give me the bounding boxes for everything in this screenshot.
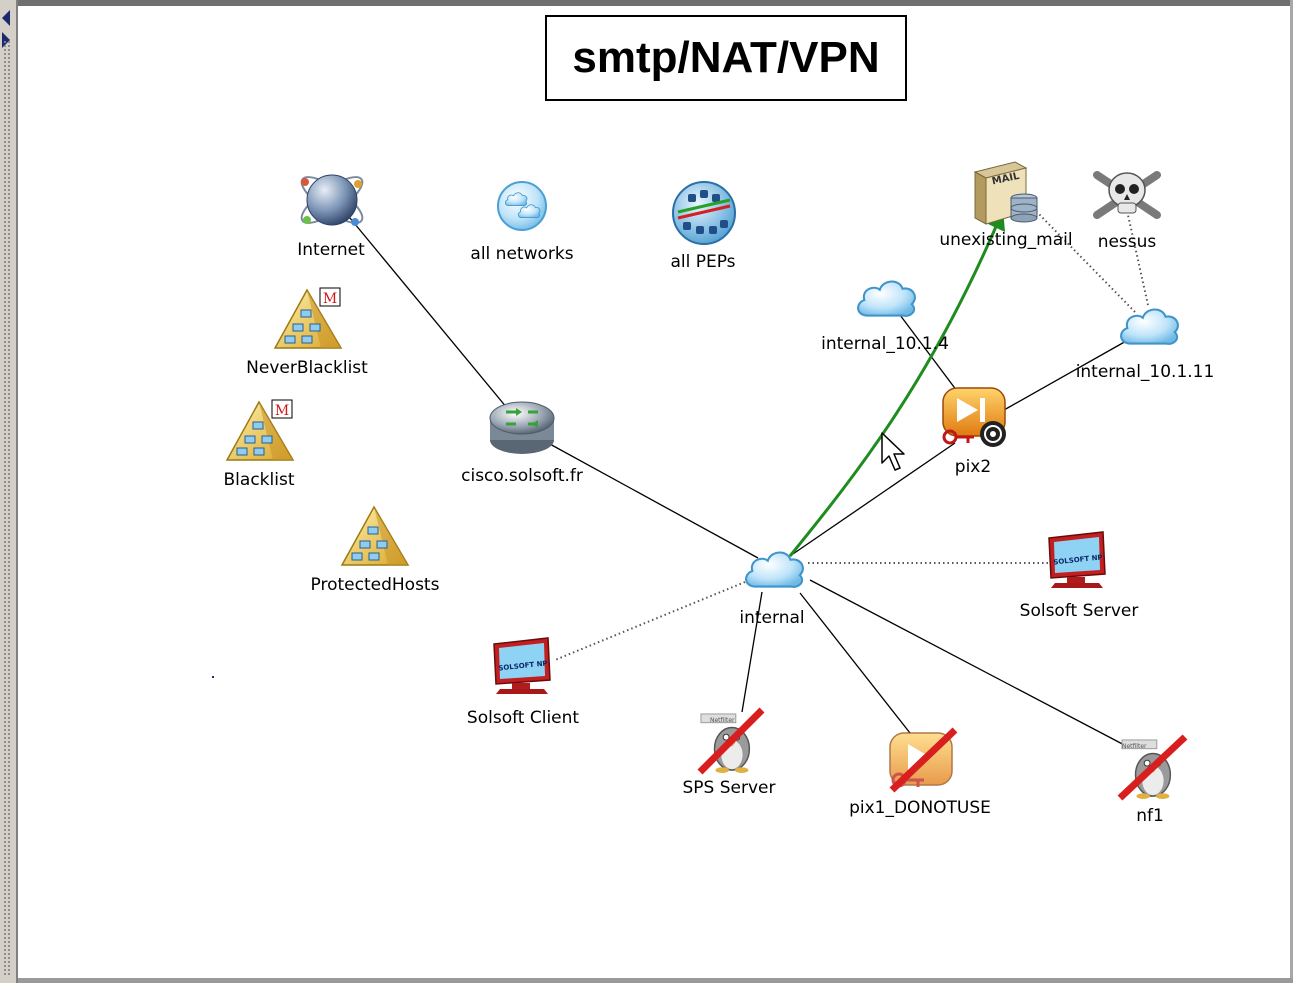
node-protectedhosts[interactable]: ProtectedHosts — [311, 506, 440, 595]
node-label-nf1: nf1 — [1136, 806, 1164, 826]
node-solsoft-client[interactable]: SOLSOFT NP Solsoft Client — [467, 637, 579, 728]
node-all-networks[interactable]: all networks — [470, 181, 574, 264]
node-label-internal-10-1-11: internal_10.1.11 — [1076, 362, 1215, 382]
host-group-pyramid-icon — [341, 506, 409, 566]
node-label-internal: internal — [739, 608, 804, 628]
node-unexisting-mail[interactable]: MAIL unexisting_mail — [939, 161, 1073, 250]
node-neverblacklist[interactable]: M NeverBlacklist — [246, 287, 368, 378]
node-label-pix1: pix1_DONOTUSE — [849, 798, 991, 818]
link-internal-nf1 — [809, 579, 1131, 749]
node-label-internal-10-1-4: internal_10.1.4 — [821, 334, 949, 354]
cloud-network-icon — [1120, 308, 1179, 345]
link-internal-solsoft-client — [554, 581, 746, 661]
networks-group-icon — [497, 181, 547, 231]
disabled-slash-icon — [697, 707, 765, 775]
diagram-title[interactable]: smtp/NAT/VPN — [545, 15, 907, 101]
node-label-nessus: nessus — [1098, 232, 1157, 252]
node-internal-10-1-4[interactable]: internal_10.1.4 — [821, 280, 949, 354]
cloud-network-icon — [857, 280, 916, 317]
window-bottom-border — [18, 978, 1293, 983]
node-nf1[interactable]: Netfilter nf1 — [1117, 734, 1188, 826]
node-solsoft-server[interactable]: SOLSOFT NP Solsoft Server — [1020, 531, 1139, 621]
node-label-sps-server: SPS Server — [683, 778, 776, 798]
skull-crossbones-icon — [1093, 171, 1161, 219]
node-internet[interactable]: Internet — [296, 170, 369, 260]
router-icon — [489, 401, 555, 454]
node-internal-10-1-11[interactable]: internal_10.1.11 — [1076, 308, 1215, 382]
node-internal[interactable]: internal — [739, 551, 805, 628]
node-nessus[interactable]: nessus — [1093, 171, 1161, 252]
netfilter-badge: Netfilter — [1122, 743, 1147, 750]
svg-text:M: M — [275, 403, 289, 419]
link-pix2-internal-10-1-4 — [899, 314, 961, 396]
globe-icon — [300, 174, 364, 226]
node-label-blacklist: Blacklist — [224, 470, 295, 490]
disabled-slash-icon — [889, 727, 958, 793]
links-layer — [344, 209, 1149, 749]
node-cisco[interactable]: cisco.solsoft.fr — [461, 401, 583, 486]
side-panel-splitter[interactable] — [0, 0, 18, 983]
m-marker-icon: M — [271, 399, 293, 419]
node-label-unexisting-mail: unexisting_mail — [939, 230, 1072, 250]
peps-group-icon — [672, 181, 736, 245]
node-label-internet: Internet — [297, 240, 365, 260]
node-label-all-peps: all PEPs — [670, 252, 735, 272]
mail-server-icon: MAIL — [973, 161, 1038, 225]
node-all-peps[interactable]: all PEPs — [670, 181, 736, 272]
link-internal-10-1-11-nessus — [1127, 214, 1149, 306]
netfilter-badge: Netfilter — [710, 717, 735, 724]
node-label-cisco: cisco.solsoft.fr — [461, 466, 583, 486]
link-internal-pix1 — [799, 592, 911, 734]
node-label-all-networks: all networks — [470, 244, 573, 264]
node-label-neverblacklist: NeverBlacklist — [246, 358, 368, 378]
stray-dot — [212, 676, 214, 678]
m-marker-icon: M — [319, 287, 341, 307]
disabled-slash-icon — [1117, 734, 1188, 801]
node-pix1[interactable]: pix1_DONOTUSE — [849, 727, 991, 818]
link-internal-sps-server — [741, 591, 763, 713]
node-label-solsoft-server: Solsoft Server — [1020, 601, 1139, 621]
svg-text:M: M — [323, 291, 337, 307]
node-label-pix2: pix2 — [955, 457, 991, 477]
cloud-network-icon — [745, 551, 804, 588]
firewall-pix-icon — [942, 387, 1006, 447]
node-pix2[interactable]: pix2 — [942, 387, 1006, 477]
node-label-protectedhosts: ProtectedHosts — [311, 575, 440, 595]
link-internal-pix2 — [789, 442, 956, 557]
window-top-border — [0, 0, 1293, 6]
window-right-border — [1290, 0, 1293, 983]
node-sps-server[interactable]: Netfilter SPS Server — [683, 707, 776, 798]
link-internet-cisco — [344, 211, 513, 415]
mouse-cursor-icon — [881, 432, 905, 471]
link-cisco-internal — [547, 442, 759, 559]
node-label-solsoft-client: Solsoft Client — [467, 708, 579, 728]
link-internal-10-1-11-mail — [1034, 209, 1136, 313]
link-pix2-internal-10-1-11 — [1003, 339, 1129, 411]
node-blacklist[interactable]: M Blacklist — [224, 399, 295, 490]
flow-arrow[interactable] — [788, 208, 1005, 557]
